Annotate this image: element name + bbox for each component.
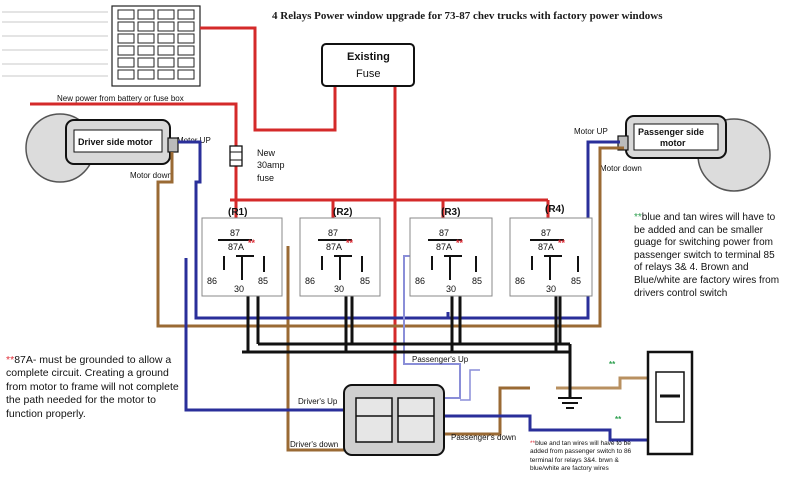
svg-text:87A: 87A [326,242,342,252]
svg-text:87: 87 [541,228,551,238]
driver-motor-down-label: Motor down [130,171,172,180]
passenger-motor-label-1: Passenger side [638,127,704,137]
ground-symbol [558,397,582,409]
svg-text:85: 85 [472,276,482,286]
fuse-label: Fuse [356,68,380,80]
relay-r2: (R2) 87 87A 86 85 30 ** [299,207,381,297]
drivers-up-label: Driver's Up [298,397,338,406]
passengers-down-label: Passenger's down [451,433,516,442]
svg-text:30: 30 [234,284,244,294]
green-stars-1: ** [609,360,616,369]
svg-text:**: ** [456,238,464,248]
svg-text:85: 85 [360,276,370,286]
svg-text:87: 87 [328,228,338,238]
passenger-motor-label-2: motor [660,138,686,148]
svg-text:86: 86 [515,276,525,286]
svg-text:30: 30 [546,284,556,294]
svg-text:86: 86 [415,276,425,286]
relay-r4: (R4) 87 87A 86 85 30 ** [509,204,593,297]
svg-text:(R2): (R2) [333,207,352,218]
tan-wire-passenger [556,376,650,390]
note-bottom-wires: **blue and tan wires will have to be add… [530,440,632,473]
driver-motor-label: Driver side motor [78,137,153,147]
svg-text:85: 85 [571,276,581,286]
relay-r3: (R3) 87 87A 86 85 30 ** [409,207,493,297]
motor-up-wires-blue [178,140,650,442]
passenger-motor [617,115,771,192]
svg-text:86: 86 [305,276,315,286]
svg-text:(R4): (R4) [545,204,564,215]
diagram-title: 4 Relays Power window upgrade for 73-87 … [272,10,663,22]
new-fuse [229,145,243,167]
existing-label: Existing [347,51,390,63]
relay-r1: (R1) 87 87A 86 85 30 ** [201,207,283,297]
svg-text:85: 85 [258,276,268,286]
new-power-label: New power from battery or fuse box [57,94,184,103]
new-fuse-label-2: 30amp [257,160,285,170]
svg-text:(R3): (R3) [441,207,460,218]
existing-fuse: Existing Fuse [321,43,415,87]
blue-white-wire-2 [460,369,480,401]
svg-text:(R1): (R1) [228,207,247,218]
svg-text:87A: 87A [538,242,554,252]
passengers-up-label: Passenger's Up [412,355,469,364]
new-fuse-label-3: fuse [257,173,274,183]
fuse-box [111,5,201,87]
note-blue-tan-wires: **blue and tan wires will have to be add… [634,212,780,299]
passenger-window-switch [646,350,694,456]
driver-window-switch [343,384,445,456]
new-fuse-label-1: New [257,148,276,158]
svg-text:87A: 87A [228,242,244,252]
svg-text:**: ** [248,238,256,248]
passenger-motor-down-label: Motor down [600,164,642,173]
passenger-motor-up-label: Motor UP [574,127,608,136]
svg-text:30: 30 [446,284,456,294]
svg-text:87A: 87A [436,242,452,252]
svg-text:86: 86 [207,276,217,286]
green-stars-2: ** [615,415,622,424]
svg-text:**: ** [558,238,566,248]
svg-text:30: 30 [334,284,344,294]
svg-text:87: 87 [230,228,240,238]
svg-text:87: 87 [439,228,449,238]
fuse-box-hatching [2,11,108,77]
drivers-down-label: Driver's down [290,440,338,449]
blue-white-wire [403,255,461,399]
driver-motor [25,113,179,183]
note-87a-ground: **87A- must be grounded to allow a compl… [6,354,179,420]
svg-text:**: ** [346,238,354,248]
